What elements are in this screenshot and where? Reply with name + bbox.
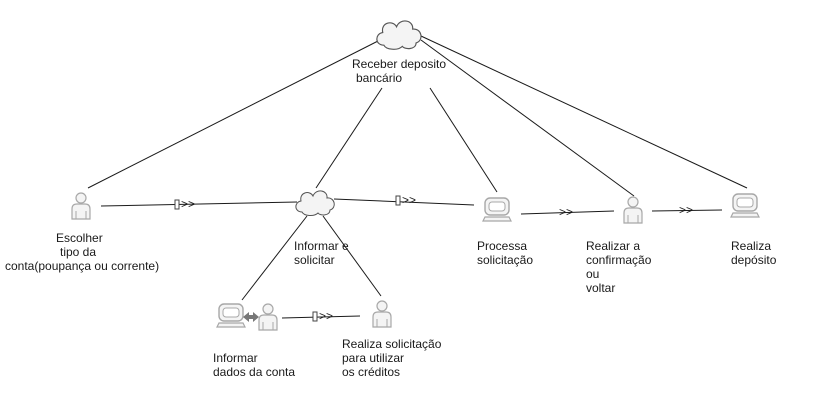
seq-inform-to-process — [333, 198, 475, 206]
cloud-icon — [295, 190, 335, 217]
node-label-line: voltar — [586, 281, 615, 295]
sequence-marker: >> — [174, 197, 195, 211]
sequence-marker: >> — [312, 309, 333, 323]
node-root[interactable]: Receber deposito bancário — [352, 20, 449, 85]
node-label-line: Receber deposito — [352, 57, 446, 71]
link-root-inform-request — [315, 87, 383, 189]
computer-user-interaction-icon — [216, 303, 278, 331]
node-confirm-or-back[interactable]: Realizar a confirmação ou voltar — [586, 196, 655, 295]
sequence-marker: >> — [559, 205, 573, 219]
node-label-line: solicitação — [477, 253, 533, 267]
node-label-line: tipo da — [60, 245, 96, 259]
svg-text:>>: >> — [319, 309, 333, 323]
node-inform-account[interactable]: Informar dados da conta — [213, 303, 295, 379]
connector-lines — [87, 35, 748, 319]
svg-text:>>: >> — [559, 205, 573, 219]
node-deposit[interactable]: Realiza depósito — [730, 193, 777, 267]
node-request-credits[interactable]: Realiza solicitação para utilizar os cré… — [342, 300, 445, 379]
svg-text:>>: >> — [181, 197, 195, 211]
node-label-line: Escolher — [56, 231, 103, 245]
user-icon — [623, 196, 643, 224]
node-label-line: Realiza — [731, 239, 771, 253]
node-label-line: Processa — [477, 239, 527, 253]
computer-icon — [730, 193, 760, 218]
user-icon — [71, 192, 91, 220]
node-label-line: solicitar — [294, 253, 335, 267]
seq-process-to-confirm — [520, 210, 615, 215]
cloud-icon — [376, 20, 422, 50]
svg-text:>>: >> — [679, 203, 693, 217]
node-label-line: os créditos — [342, 365, 400, 379]
node-label-line: Realiza solicitação — [342, 337, 442, 351]
svg-text:Escolher tipo da c: Escolher tipo da conta(poupança ou corre… — [5, 231, 159, 273]
seq-choose-to-inform — [100, 201, 298, 207]
user-icon — [372, 300, 392, 328]
node-label-line: confirmação — [586, 253, 652, 267]
node-label-line: Informar — [213, 351, 258, 365]
seq-confirm-to-deposit — [651, 209, 723, 212]
svg-text:Realizar a confirmação: Realizar a confirmação ou voltar — [586, 239, 655, 295]
node-choose-account[interactable]: Escolher tipo da conta(poupança ou corre… — [5, 192, 159, 273]
node-label-line: Realizar a — [586, 239, 640, 253]
link-root-confirm — [420, 39, 635, 197]
node-label-line: Informar e — [294, 239, 349, 253]
svg-text:Informar dados da conta: Informar dados da conta — [213, 351, 295, 379]
node-label-line: bancário — [356, 71, 402, 85]
svg-text:Processa solicitação: Processa solicitação — [477, 239, 533, 267]
link-root-deposit — [420, 35, 748, 189]
link-inform-request-inform-account — [241, 215, 308, 301]
node-label-line: depósito — [731, 253, 777, 267]
computer-icon — [482, 197, 512, 222]
link-root-choose-account — [87, 39, 381, 189]
seq-inform-account-to-credits — [281, 315, 361, 319]
svg-text:Informar e solicitar: Informar e solicitar — [294, 239, 352, 267]
sequence-markers: >> >> >> >> >> — [174, 193, 693, 323]
sequence-marker: >> — [679, 203, 693, 217]
node-inform-request[interactable]: Informar e solicitar — [294, 190, 352, 267]
link-root-process-request — [429, 87, 498, 193]
sequence-marker: >> — [395, 193, 416, 207]
svg-text:Realiza depósito: Realiza depósito — [731, 239, 777, 267]
link-inform-request-request-credits — [322, 215, 382, 297]
node-label-line: para utilizar — [342, 351, 404, 365]
svg-text:Realiza solicitação para: Realiza solicitação para utilizar os cré… — [342, 337, 445, 379]
node-label-line: conta(poupança ou corrente) — [5, 259, 159, 273]
node-process-request[interactable]: Processa solicitação — [477, 197, 533, 267]
svg-text:>>: >> — [402, 193, 416, 207]
node-label-line: dados da conta — [213, 365, 295, 379]
svg-text:Receber deposito bancári: Receber deposito bancário — [352, 57, 449, 85]
node-label-line: ou — [586, 267, 599, 281]
